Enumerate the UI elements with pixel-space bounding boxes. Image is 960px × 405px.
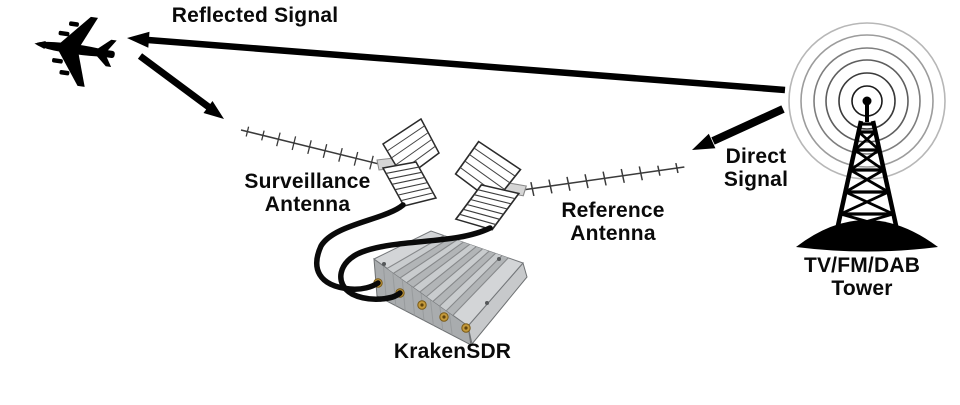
- krakensdr-device: [373, 230, 528, 346]
- label-krakensdr: KrakenSDR: [393, 340, 512, 363]
- sma-port-3: [417, 300, 427, 310]
- airplane-icon: [34, 16, 117, 87]
- direct-signal-arrow: [692, 105, 785, 150]
- sma-port-5: [461, 323, 471, 333]
- reflected-signal-arrow: [127, 31, 786, 94]
- label-surveillance-antenna: Surveillance Antenna: [244, 170, 371, 216]
- coax-cable-reference: [338, 225, 493, 302]
- label-direct-signal: Direct Signal: [723, 145, 789, 191]
- label-reference-antenna: Reference Antenna: [561, 199, 665, 245]
- ground-mound: [796, 220, 938, 252]
- coax-cable-surveillance: [314, 202, 406, 292]
- sma-port-4: [439, 312, 449, 322]
- label-tower: TV/FM/DAB Tower: [803, 254, 921, 300]
- echo-to-surveillance-arrow: [137, 53, 224, 119]
- label-reflected-signal: Reflected Signal: [171, 4, 339, 27]
